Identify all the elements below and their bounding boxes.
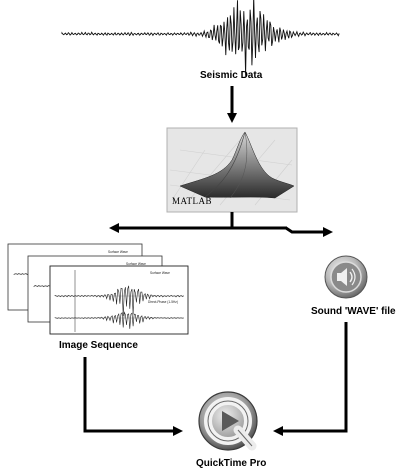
- matlab-logo-box: [166, 127, 298, 213]
- matlab-logo-text: MATLAB: [172, 196, 213, 206]
- speaker-icon: [324, 255, 368, 299]
- image-sequence-label: Image Sequence: [59, 340, 138, 351]
- seismic-data-label: Seismic Data: [200, 70, 263, 81]
- sheet-label: Surface Wave: [126, 262, 146, 266]
- seismic-waveform: [61, 0, 340, 76]
- quicktime-pro-label: QuickTime Pro: [196, 458, 267, 469]
- sheet-label: Surface Wave: [108, 250, 128, 254]
- arrow-matlab-split: [127, 212, 287, 230]
- sheet-label: Direct-Phase (1-5Hz): [148, 300, 178, 304]
- quicktime-icon: [198, 391, 258, 451]
- sound-wave-label: Sound 'WAVE' file: [311, 306, 396, 317]
- arrow-sound-to-quicktime: [273, 322, 348, 436]
- image-sheet-3: Surface Wave Direct-Phase (1-5Hz): [49, 265, 189, 335]
- arrow-images-to-quicktime: [83, 357, 183, 436]
- image-sequence: Surface Wave Surface Wave Surface Wave D…: [7, 243, 189, 335]
- arrow-matlab-to-sound: [285, 226, 333, 237]
- sheet-label: Surface Wave: [150, 271, 170, 275]
